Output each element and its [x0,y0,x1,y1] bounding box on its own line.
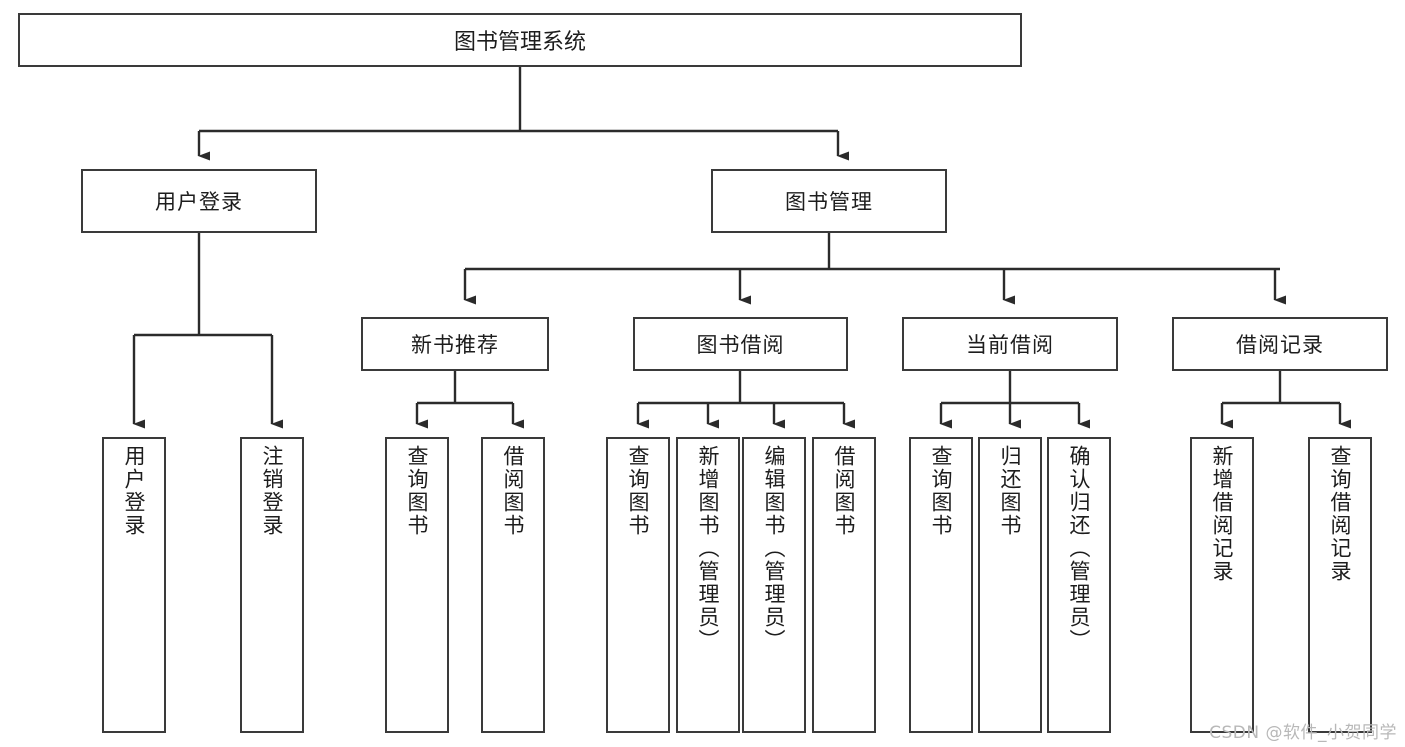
node-borrow-record[interactable]: 借阅记录 [1172,317,1388,371]
leaf-borrowrecord-query-record[interactable]: 查询借阅记录 [1308,437,1372,733]
node-label: 新增借阅记录 [1210,445,1235,583]
node-label: 图书管理系统 [453,30,586,55]
node-root-book-management-system[interactable]: 图书管理系统 [18,13,1022,67]
leaf-user-login[interactable]: 用户登录 [102,437,166,733]
leaf-currentborrow-return-book[interactable]: 归还图书 [978,437,1042,733]
node-label: 注销登录 [260,445,285,537]
node-label: 借阅记录 [1236,333,1324,357]
node-book-management[interactable]: 图书管理 [711,169,947,233]
leaf-currentborrow-query-book[interactable]: 查询图书 [909,437,973,733]
node-label: 图书管理 [785,190,873,214]
node-label: 归还图书 [998,445,1023,537]
node-label: 用户登录 [155,190,243,214]
leaf-newbook-borrow-book[interactable]: 借阅图书 [481,437,545,733]
node-label: 新增图书（管理员） [696,445,721,652]
leaf-currentborrow-confirm-return-admin[interactable]: 确认归还（管理员） [1047,437,1111,733]
node-new-book-recommendation[interactable]: 新书推荐 [361,317,549,371]
node-label: 新书推荐 [411,333,499,357]
csdn-watermark: CSDN @软件_小贺同学 [1209,723,1397,743]
node-label: 用户登录 [122,445,147,537]
node-label: 查询图书 [626,445,651,537]
node-user-login[interactable]: 用户登录 [81,169,317,233]
leaf-borrowrecord-add-record[interactable]: 新增借阅记录 [1190,437,1254,733]
node-label: 查询借阅记录 [1328,445,1353,583]
node-label: 图书借阅 [696,333,785,357]
node-label: 查询图书 [929,445,954,537]
node-label: 当前借阅 [966,333,1054,357]
node-label: 查询图书 [405,445,430,537]
node-label: 借阅图书 [832,445,857,537]
leaf-bookborrow-add-book-admin[interactable]: 新增图书（管理员） [676,437,740,733]
leaf-bookborrow-query-book[interactable]: 查询图书 [606,437,670,733]
leaf-logout-login[interactable]: 注销登录 [240,437,304,733]
node-label: 确认归还（管理员） [1067,445,1092,652]
node-label: 编辑图书（管理员） [762,445,787,652]
node-label: 借阅图书 [501,445,526,537]
node-book-borrow[interactable]: 图书借阅 [633,317,848,371]
node-current-borrow[interactable]: 当前借阅 [902,317,1118,371]
leaf-bookborrow-edit-book-admin[interactable]: 编辑图书（管理员） [742,437,806,733]
leaf-bookborrow-borrow-book[interactable]: 借阅图书 [812,437,876,733]
leaf-newbook-query-book[interactable]: 查询图书 [385,437,449,733]
